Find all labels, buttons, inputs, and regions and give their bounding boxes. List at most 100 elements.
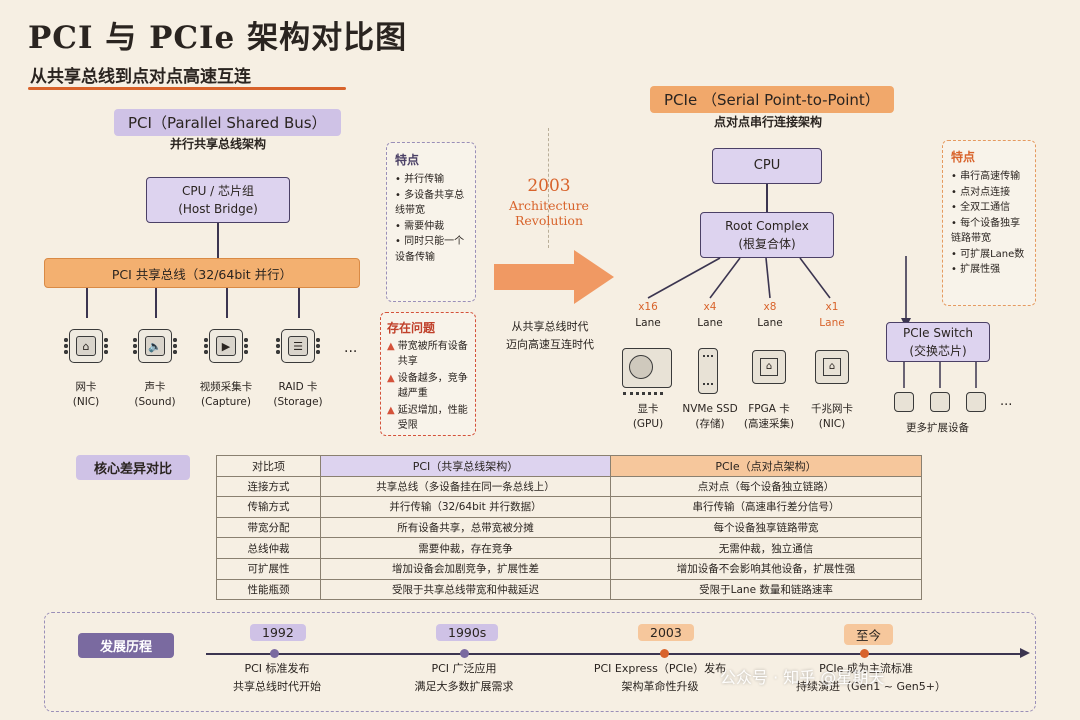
pci-host-bridge-box: CPU / 芯片组 (Host Bridge) <box>146 177 290 223</box>
pcie-switch-box: PCIe Switch (交换芯片) <box>886 322 990 362</box>
pcie-cpu-box: CPU <box>712 148 822 184</box>
pcie-section-tag: PCIe （Serial Point-to-Point） <box>650 86 894 113</box>
pci-section-subtitle: 并行共享总线架构 <box>170 137 267 151</box>
pci-section-tag: PCI（Parallel Shared Bus） <box>114 109 341 136</box>
pcie-features-box: 特点 串行高速传输 点对点连接 全双工通信 每个设备独享链路带宽 可扩展Lane… <box>942 140 1036 306</box>
pci-features-box: 特点 并行传输 多设备共享总线带宽 需要仲裁 同时只能一个设备传输 <box>386 142 476 302</box>
feature-item: 多设备共享总线带宽 <box>395 188 467 219</box>
feature-item: 并行传输 <box>395 172 467 188</box>
feature-item: 可扩展Lane数 <box>951 247 1027 263</box>
pci-device-label: RAID 卡(Storage) <box>273 381 323 409</box>
table-header: PCI（共享总线架构） <box>320 455 611 477</box>
bus-drop-connector <box>298 288 300 318</box>
pcie-device-label: 千兆网卡(NIC) <box>811 403 853 431</box>
timeline-arrow-icon <box>1020 648 1030 658</box>
watermark: 公众号 · 知乎 @星期天 <box>720 668 885 687</box>
pci-device-label: 网卡(NIC) <box>72 381 100 409</box>
sound-chip-icon: 🔈 <box>133 329 177 363</box>
timeline-year: 1990s <box>436 624 499 641</box>
timeline-frame <box>44 612 1036 712</box>
pcie-features-title: 特点 <box>951 150 976 164</box>
table-row: 总线仲裁需要仲裁，存在竞争无需仲裁，独立通信 <box>216 537 922 559</box>
gpu-card-icon <box>622 348 672 395</box>
timeline-dot <box>660 649 669 658</box>
feature-item: 串行高速传输 <box>951 169 1027 185</box>
expansion-device-icon <box>930 392 950 412</box>
bus-drop-connector <box>155 288 157 318</box>
cpu-to-rc-connector <box>766 184 768 212</box>
switch-more-devices: ... <box>1000 394 1013 409</box>
pcie-features-list: 串行高速传输 点对点连接 全双工通信 每个设备独享链路带宽 可扩展Lane数 扩… <box>951 169 1027 278</box>
timeline-year: 1992 <box>250 624 306 641</box>
timeline-event: PCI 标准发布共享总线时代开始 <box>233 662 321 693</box>
timeline-year: 2003 <box>638 624 694 641</box>
nvme-ssd-icon <box>698 348 718 394</box>
timeline-dot <box>460 649 469 658</box>
table-row: 传输方式并行传输（32/64bit 并行数据）串行传输（高速串行差分信号） <box>216 496 922 518</box>
feature-item: 同时只能一个设备传输 <box>395 234 467 265</box>
pci-device-label: 视频采集卡(Capture) <box>199 381 253 409</box>
bus-drop-connector <box>86 288 88 318</box>
timeline-event: PCI 广泛应用满足大多数扩展需求 <box>414 662 514 693</box>
timeline-dot <box>860 649 869 658</box>
host-bridge-line1: CPU / 芯片组 <box>181 184 255 198</box>
pci-issues-title: 存在问题 <box>387 321 436 335</box>
timeline-event: PCI Express（PCIe）发布架构革命性升级 <box>593 662 727 693</box>
revolution-caption: 从共享总线时代 迈向高速互连时代 <box>506 320 594 351</box>
storage-chip-icon: ☰ <box>276 329 320 363</box>
right-arrow-icon <box>494 250 614 304</box>
feature-item: 每个设备独享链路带宽 <box>951 216 1027 247</box>
pci-features-list: 并行传输 多设备共享总线带宽 需要仲裁 同时只能一个设备传输 <box>395 172 467 265</box>
root-complex-box: Root Complex (根复合体) <box>700 212 834 258</box>
pci-shared-bus: PCI 共享总线（32/64bit 并行） <box>44 258 360 288</box>
issue-item: ▲设备越多，竞争越严重 <box>387 372 469 401</box>
host-bridge-line2: (Host Bridge) <box>178 202 258 216</box>
feature-item: 扩展性强 <box>951 262 1027 278</box>
feature-item: 全双工通信 <box>951 200 1027 216</box>
timeline-tag: 发展历程 <box>78 633 175 658</box>
fpga-chip-icon: ⌂ <box>752 350 786 384</box>
subtitle-underline <box>28 87 346 90</box>
nic-chip-icon: ⌂ <box>64 329 108 363</box>
feature-item: 点对点连接 <box>951 185 1027 201</box>
warning-icon: ▲ <box>387 405 395 416</box>
capture-chip-icon: ▶ <box>204 329 248 363</box>
pci-issues-list: ▲带宽被所有设备共享 ▲设备越多，竞争越严重 ▲延迟增加，性能受限 <box>387 340 469 433</box>
timeline-axis <box>206 653 1026 655</box>
host-to-bus-connector <box>217 223 219 258</box>
switch-link-lines <box>903 362 977 388</box>
table-row: 带宽分配所有设备共享，总带宽被分摊每个设备独享链路带宽 <box>216 516 922 539</box>
timeline-dot <box>270 649 279 658</box>
page-title: PCI 与 PCIe 架构对比图 <box>28 20 408 56</box>
switch-caption: 更多扩展设备 <box>906 422 969 434</box>
center-divider <box>548 128 549 248</box>
warning-icon: ▲ <box>387 373 395 384</box>
nic-card-icon: ⌂ <box>815 350 849 384</box>
pci-issues-box: 存在问题 ▲带宽被所有设备共享 ▲设备越多，竞争越严重 ▲延迟增加，性能受限 <box>380 312 476 436</box>
revolution-label: 2003 Architecture Revolution <box>509 176 589 228</box>
bus-drop-connector <box>226 288 228 318</box>
expansion-device-icon <box>894 392 914 412</box>
pci-features-title: 特点 <box>395 153 420 167</box>
comparison-table: 对比项 PCI（共享总线架构） PCIe（点对点架构） 连接方式共享总线（多设备… <box>216 455 922 601</box>
timeline-year: 至今 <box>844 624 894 645</box>
pcie-link-lines <box>647 256 911 328</box>
table-row: 连接方式共享总线（多设备挂在同一条总线上）点对点（每个设备独立链路） <box>216 475 922 498</box>
warning-icon: ▲ <box>387 341 395 352</box>
table-header-row: 对比项 PCI（共享总线架构） PCIe（点对点架构） <box>216 455 922 477</box>
pci-more-devices: ... <box>344 340 358 356</box>
pcie-section-subtitle: 点对点串行连接架构 <box>714 115 823 129</box>
comparison-tag: 核心差异对比 <box>76 455 191 480</box>
pcie-device-label: NVMe SSD(存储) <box>682 403 738 431</box>
pcie-device-label: FPGA 卡(高速采集) <box>743 403 795 431</box>
pcie-device-label: 显卡(GPU) <box>632 403 664 431</box>
issue-item: ▲带宽被所有设备共享 <box>387 340 469 369</box>
pci-device-label: 声卡(Sound) <box>134 381 176 409</box>
page-subtitle: 从共享总线到点对点高速互连 <box>30 67 251 87</box>
issue-item: ▲延迟增加，性能受限 <box>387 404 469 433</box>
table-header: PCIe（点对点架构） <box>610 455 922 477</box>
